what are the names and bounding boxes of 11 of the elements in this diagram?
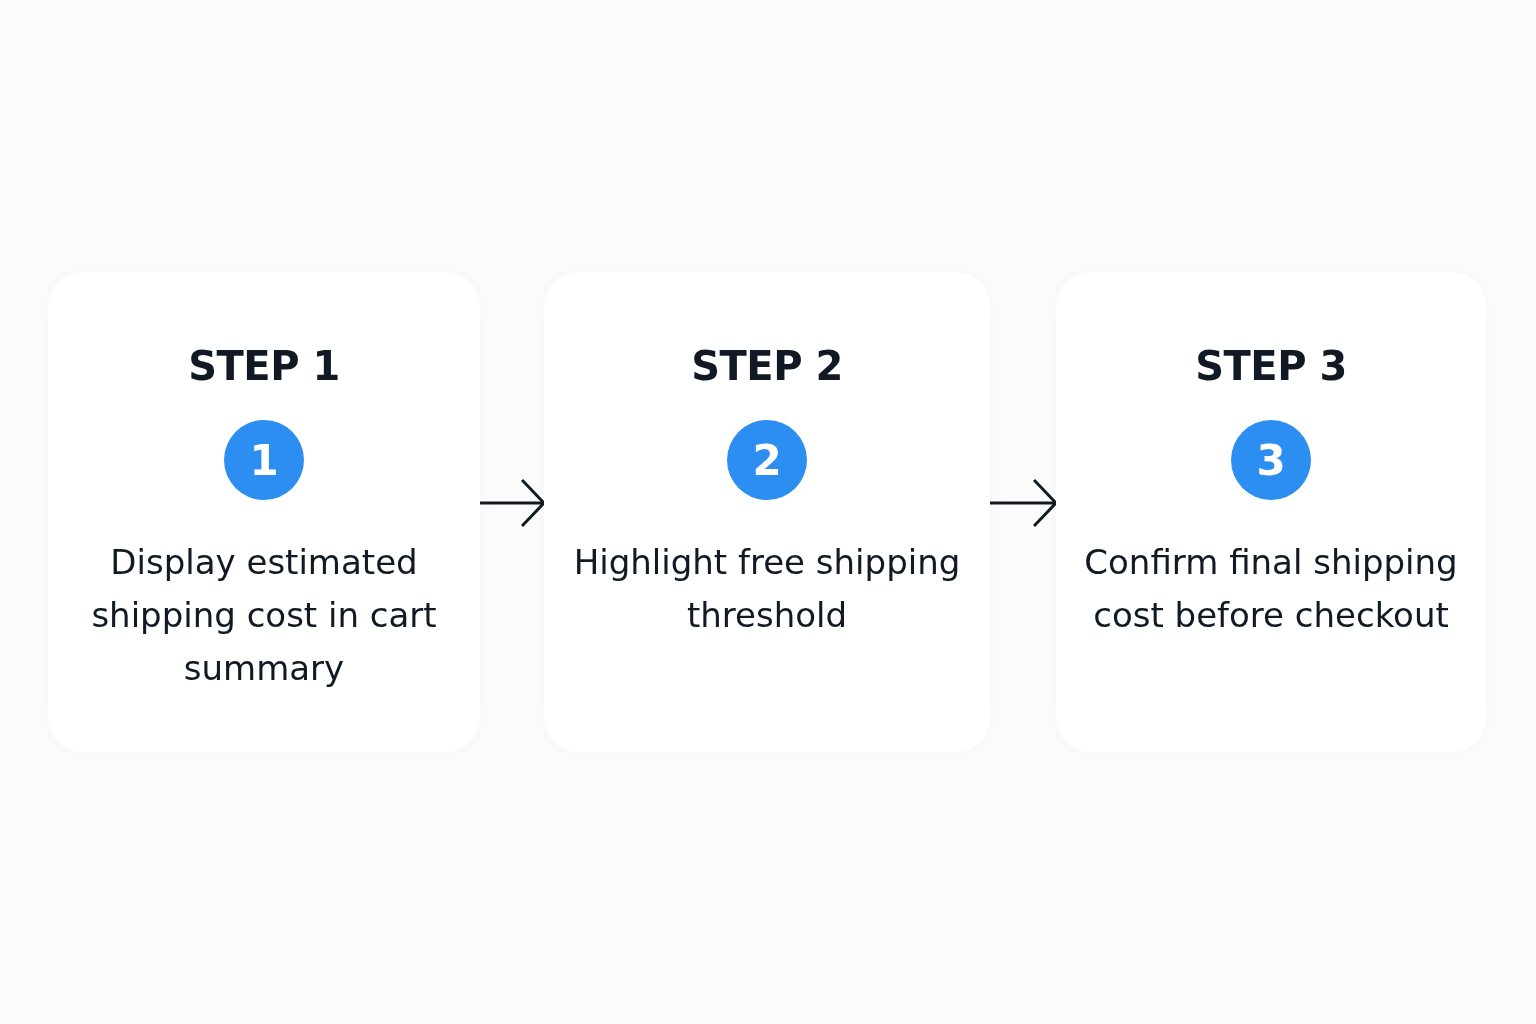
arrow [480,478,546,528]
step-description: Highlight free shipping threshold [572,541,962,637]
step-number-circle: 3 [1231,420,1311,500]
step-heading: STEP 2 [691,342,843,390]
step-description: Display estimated shipping cost in cart summary [90,541,438,690]
step-number-circle: 1 [224,420,304,500]
step-heading: STEP 3 [1195,342,1347,390]
arrow [990,478,1058,528]
step-number-circle: 2 [727,420,807,500]
step-heading: STEP 1 [188,342,340,390]
step-description: Confirm final shipping cost before checkout [1083,541,1459,637]
